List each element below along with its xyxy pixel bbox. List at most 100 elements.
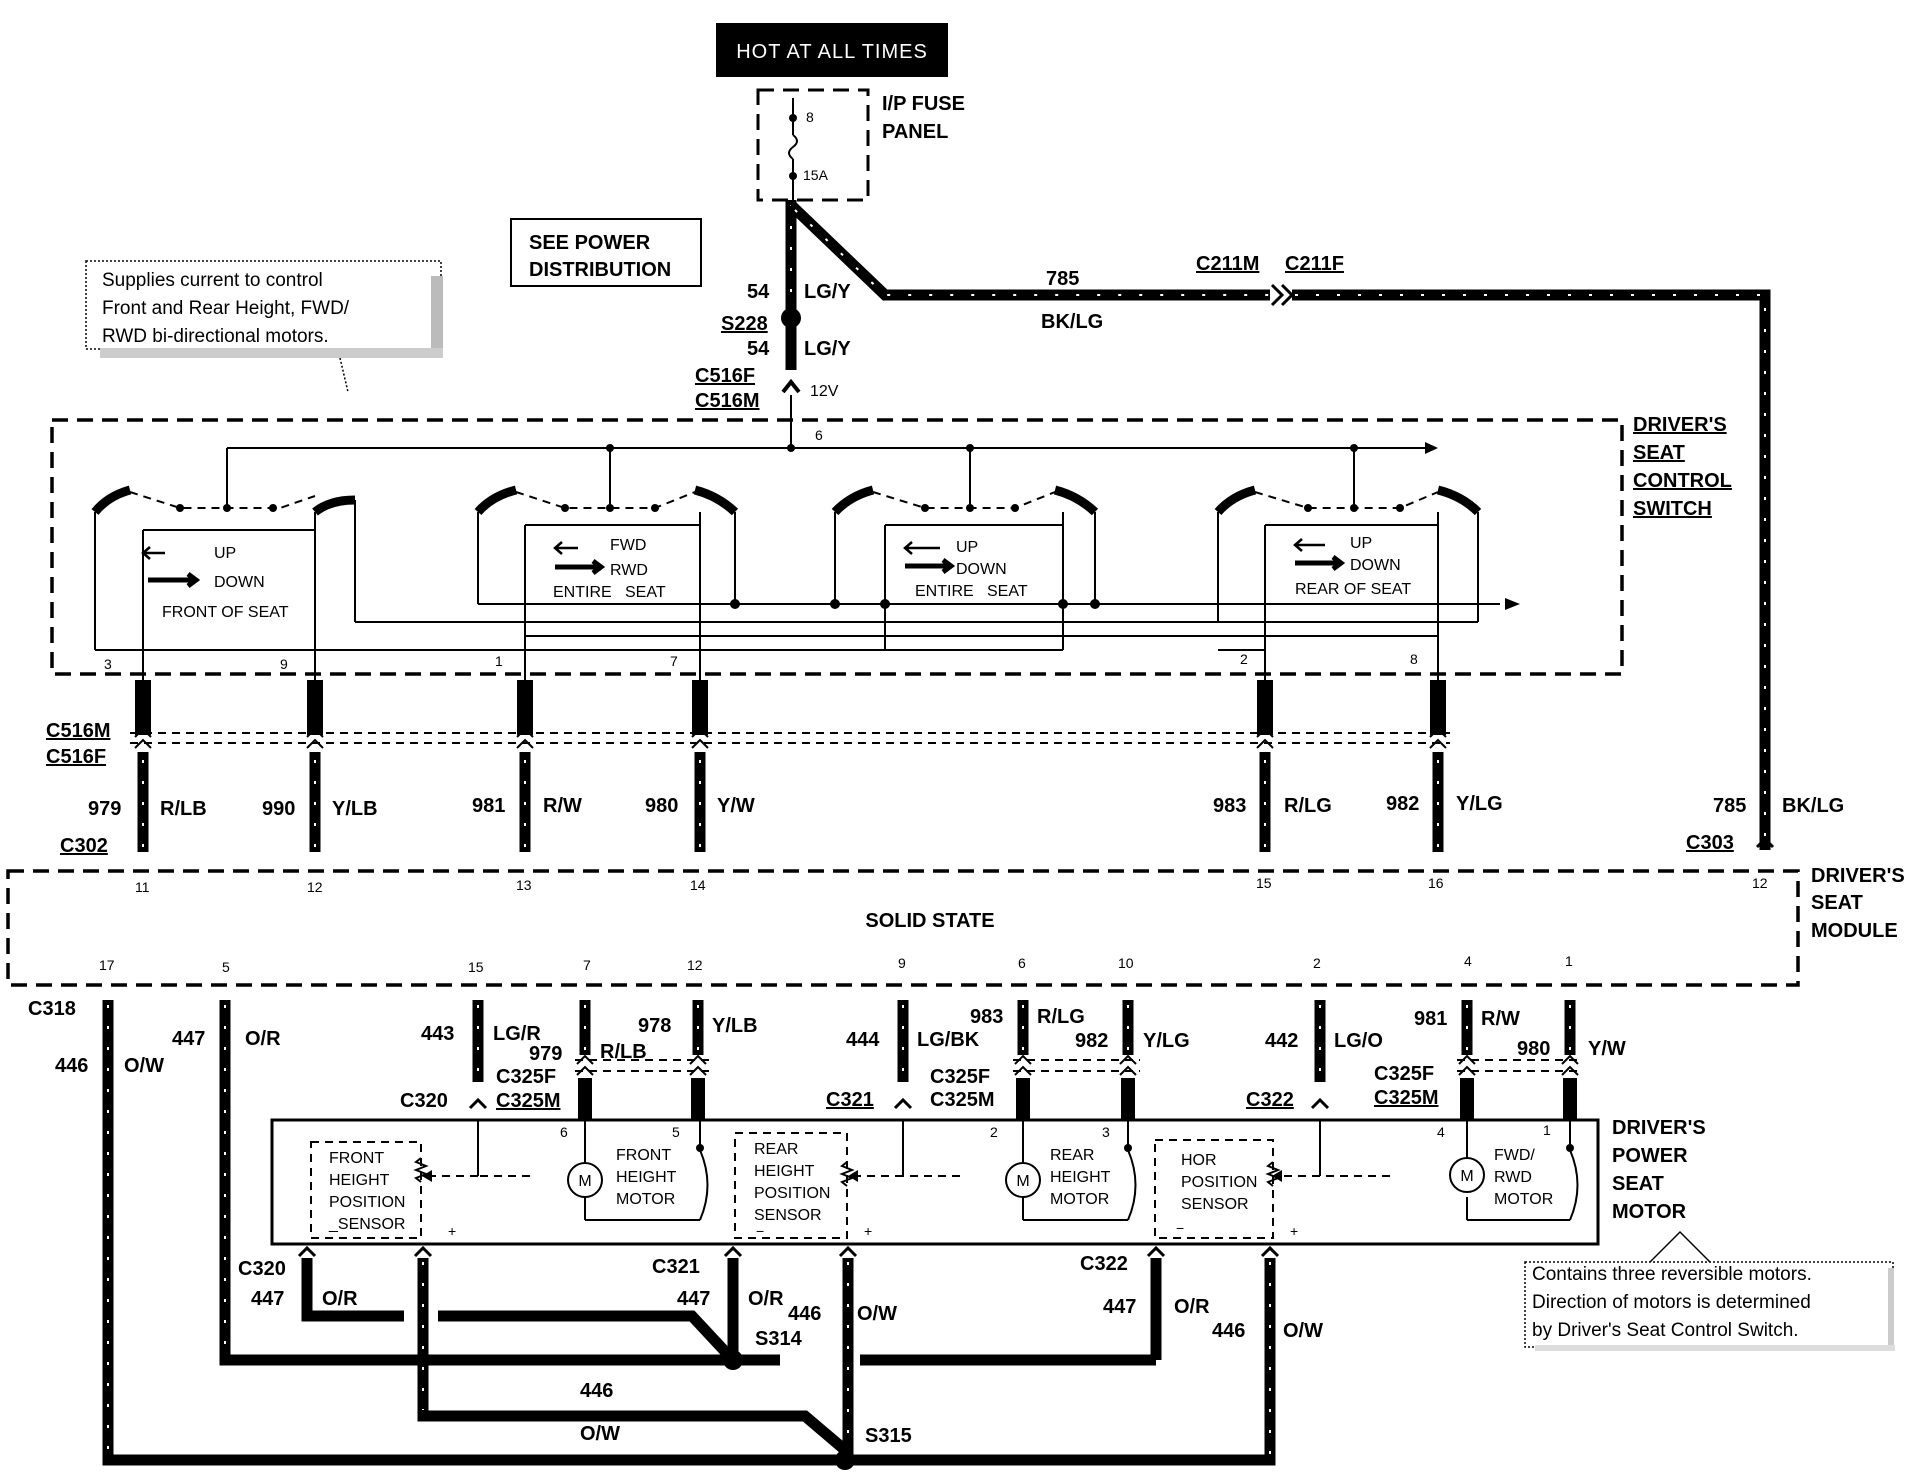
seat-module-label-3: MODULE	[1811, 920, 1898, 942]
wire-990-color: Y/LB	[332, 798, 378, 820]
wire-980-lower-circuit: 980	[1517, 1038, 1550, 1060]
switch-4-caption: REAR OF SEAT	[1295, 581, 1411, 598]
wire-446-color-b: O/W	[857, 1303, 897, 1325]
wire-442-circuit: 442	[1265, 1030, 1298, 1052]
fwd-motor-pin-4: 4	[1437, 1124, 1445, 1140]
rear-motor-line-2: HEIGHT	[1050, 1169, 1111, 1186]
wire-982-lower-circuit: 982	[1075, 1030, 1108, 1052]
wire-447-circuit-c: 447	[677, 1288, 710, 1310]
hor-sensor-line-3: SENSOR	[1181, 1196, 1249, 1213]
see-power-line-1: SEE POWER	[529, 232, 651, 254]
connector-c516f-lower: C516F	[46, 746, 106, 768]
splice-s314: S314	[755, 1328, 803, 1350]
module-pin-15-a: 15	[1256, 875, 1272, 891]
rear-motor-pin-3: 3	[1102, 1124, 1110, 1140]
switch-section-1: UP DOWN FRONT OF SEAT	[141, 545, 289, 621]
connector-c325f-b: C325F	[930, 1066, 990, 1088]
module-pin-14: 14	[690, 877, 706, 893]
wire-446-color-c: O/W	[580, 1423, 620, 1445]
wire-979-lower-circuit: 979	[529, 1043, 562, 1065]
wire-442-color: LG/O	[1334, 1030, 1383, 1052]
wire-447-color-a: O/R	[245, 1028, 281, 1050]
front-sensor-line-3: POSITION	[329, 1194, 405, 1211]
feed-voltage: 12V	[810, 383, 839, 400]
front-motor-pin-6: 6	[560, 1124, 568, 1140]
wire-978-color: Y/LB	[712, 1015, 758, 1037]
seat-module-label-2: SEAT	[1811, 892, 1863, 914]
front-motor-pin-5: 5	[672, 1124, 680, 1140]
connector-c516m-lower: C516M	[46, 720, 110, 742]
wire-443-circuit: 443	[421, 1023, 454, 1045]
solid-state-label: SOLID STATE	[865, 910, 994, 932]
front-motor-line-2: HEIGHT	[616, 1169, 677, 1186]
supply-note: Supplies current to control Front and Re…	[85, 260, 443, 393]
wire-982-lower-color: Y/LG	[1143, 1030, 1190, 1052]
fuse-panel-label-1: I/P FUSE	[882, 93, 965, 115]
module-pin-4: 4	[1464, 953, 1472, 969]
connector-c321-bottom: C321	[652, 1256, 700, 1278]
rear-motor-symbol: M	[1016, 1173, 1029, 1190]
front-sensor-plus: +	[448, 1223, 456, 1239]
wire-444-circuit: 444	[846, 1029, 880, 1051]
module-pin-1: 1	[1565, 953, 1573, 969]
switch-pin-2: 2	[1240, 651, 1248, 667]
seat-module-box	[6, 869, 1800, 987]
connector-c211m: C211M	[1196, 253, 1259, 275]
hor-sensor-plus: +	[1290, 1223, 1298, 1239]
connector-c302: C302	[60, 835, 108, 857]
module-pin-6: 6	[1018, 955, 1026, 971]
see-power-box	[510, 218, 702, 287]
connector-c322-bottom: C322	[1080, 1253, 1128, 1275]
module-pin-12-c: 12	[687, 957, 703, 973]
fwd-motor-symbol: M	[1460, 1168, 1473, 1185]
switch-1-caption: FRONT OF SEAT	[162, 604, 289, 621]
switch-pin-1: 1	[495, 653, 503, 669]
module-pin-10: 10	[1118, 955, 1134, 971]
motor-icon-front	[567, 1162, 603, 1198]
wire-978-circuit: 978	[638, 1015, 671, 1037]
wire-980-lower-color: Y/W	[1588, 1038, 1626, 1060]
seat-control-switch-box	[50, 418, 1624, 676]
seat-module-label-1: DRIVER'S	[1811, 865, 1905, 887]
wire-983-lower-color: R/LG	[1037, 1006, 1085, 1028]
connector-c322-top: C322	[1246, 1089, 1294, 1111]
fwd-motor-pin-1: 1	[1543, 1122, 1551, 1138]
seat-control-switch-label-4: SWITCH	[1633, 498, 1712, 520]
wire-446-circuit-a: 446	[55, 1055, 88, 1077]
switch-3-caption: ENTIRE SEAT	[915, 583, 1028, 600]
motor-note-line-3: by Driver's Seat Control Switch.	[1532, 1320, 1799, 1341]
upper-wire-harness	[130, 680, 1450, 852]
wire-447-circuit-a: 447	[172, 1028, 205, 1050]
switch-pin-7: 7	[670, 653, 678, 669]
front-height-sensor: FRONT HEIGHT POSITION _SENSOR +	[310, 1141, 456, 1239]
fwd-rwd-motor: M FWD/ RWD MOTOR 4 1	[1437, 1120, 1579, 1221]
connector-c325m-b: C325M	[930, 1089, 994, 1111]
wire-446-circuit-b: 446	[788, 1303, 821, 1325]
splice-s228-dot	[781, 308, 801, 328]
wire-980-circuit: 980	[645, 795, 678, 817]
motor-note-line-1: Contains three reversible motors.	[1532, 1264, 1812, 1285]
module-pin-17: 17	[99, 957, 115, 973]
front-height-motor: M FRONT HEIGHT MOTOR 6 5	[560, 1120, 709, 1221]
fuse-panel-box	[756, 88, 870, 202]
rear-sensor-minus: −	[756, 1223, 764, 1239]
wire-981-lower-circuit: 981	[1414, 1008, 1447, 1030]
hot-banner-box	[716, 23, 948, 77]
supply-note-line-1: Supplies current to control	[102, 270, 323, 291]
module-pin-5: 5	[222, 959, 230, 975]
wire-983-circuit: 983	[1213, 795, 1246, 817]
connector-c320-top: C320	[400, 1090, 448, 1112]
seat-control-switch-label-2: SEAT	[1633, 442, 1685, 464]
power-seat-motor-label-3: SEAT	[1612, 1173, 1664, 1195]
module-pin-11: 11	[135, 879, 150, 895]
wire-981-circuit: 981	[472, 795, 505, 817]
supply-note-line-3: RWD bi-directional motors.	[102, 326, 329, 347]
wire-982-color: Y/LG	[1456, 793, 1503, 815]
switch-4-up: UP	[1350, 535, 1372, 552]
supply-note-line-2: Front and Rear Height, FWD/	[102, 298, 350, 319]
color-bklg-top: BK/LG	[1041, 311, 1103, 333]
wire-983-lower-circuit: 983	[970, 1006, 1003, 1028]
front-motor-symbol: M	[578, 1173, 591, 1190]
connector-c516m-top: C516M	[695, 390, 759, 412]
